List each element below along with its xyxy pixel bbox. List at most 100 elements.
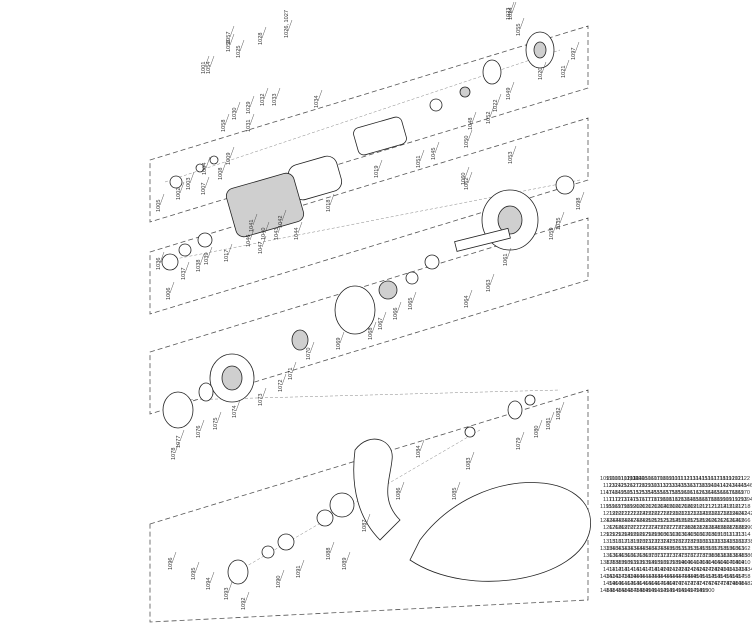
part-number-label: 1017: [224, 250, 230, 262]
part-number-label: 1077: [176, 436, 182, 448]
part-number-label: 1188: [705, 497, 717, 503]
part-number-label: 1317: [615, 539, 627, 545]
rotor: [353, 116, 407, 156]
part-number-label: 1495: [672, 588, 684, 594]
part-number-label: 1475: [699, 581, 711, 587]
part-number-label: 1445: [660, 574, 672, 580]
part-number-label: 1480: [729, 581, 741, 587]
part-number-label: 1489: [636, 588, 648, 594]
part-number-label: 1379: [699, 553, 711, 559]
part-number-label: 1340: [606, 546, 618, 552]
part-number-label: 1151: [624, 490, 636, 496]
part-number-label: 1126: [621, 483, 633, 489]
part-number-label: 1215: [720, 504, 732, 510]
leader-line: [249, 113, 255, 126]
leader-line: [235, 101, 241, 114]
part-number-label: 1486: [618, 588, 630, 594]
bearing: [424, 254, 440, 270]
part-number-label: 1311: [720, 532, 732, 538]
part-number-label: 1113: [684, 476, 696, 482]
leader-line: [209, 55, 215, 68]
part-number-label: 1128: [633, 483, 645, 489]
housing-ring-inner: [221, 365, 243, 391]
part-number-label: 1302: [666, 532, 678, 538]
part-number-label: 1087: [362, 520, 368, 532]
leader-line: [297, 221, 303, 234]
part-number-label: 1488: [630, 588, 642, 594]
part-number-label: 1281: [687, 525, 699, 531]
part-number-label: 1362: [738, 546, 750, 552]
part-number-label: 1045: [431, 148, 437, 160]
part-number-label: 1089: [342, 558, 348, 570]
leader-line: [277, 221, 283, 234]
part-number-label: 1290: [741, 525, 752, 531]
part-number-label: 1249: [636, 518, 648, 524]
part-number-label: 1360: [726, 546, 738, 552]
part-number-label: 1350: [666, 546, 678, 552]
part-number-label: 1069: [336, 338, 342, 350]
part-number-label: 1234: [693, 511, 705, 517]
part-number-label: 1039: [204, 253, 210, 265]
part-number-label: 1066: [393, 308, 399, 320]
part-number-label: 1447: [672, 574, 684, 580]
part-number-label: 1275: [651, 525, 663, 531]
gear-case-assembly: [161, 175, 575, 300]
part-number-label: 1366: [621, 553, 633, 559]
part-number-label: 1156: [654, 490, 666, 496]
part-number-label: 1392: [630, 560, 642, 566]
part-number-label: 1307: [696, 532, 708, 538]
part-number-label: 1090: [276, 576, 282, 588]
part-number-label: 1154: [642, 490, 654, 496]
part-number-label: 1119: [720, 476, 732, 482]
part-number-label: 1002: [176, 188, 182, 200]
leader-line: [204, 176, 210, 189]
part-number-label: 1180: [657, 497, 669, 503]
leader-line: [194, 561, 200, 574]
part-number-label: 1034: [314, 96, 320, 108]
part-number-label: 1375: [675, 553, 687, 559]
part-number-label: 1291: [600, 532, 612, 538]
part-number-label: 1258: [690, 518, 702, 524]
part-number-label: 1459: [603, 581, 615, 587]
part-number-label: 1029: [246, 102, 252, 114]
leader-line: [519, 17, 525, 30]
part-number-label: 1472: [681, 581, 693, 587]
part-number-label: 1466: [645, 581, 657, 587]
part-number-label: 1407: [720, 560, 732, 566]
part-number-label: 1049: [506, 88, 512, 100]
part-number-label: 1386: [741, 553, 752, 559]
part-number-label: 1059: [549, 228, 555, 240]
part-number-label: 1316: [609, 539, 621, 545]
part-number-label: 1116: [702, 476, 714, 482]
part-number-label: 1288: [729, 525, 741, 531]
ring-gear: [334, 285, 376, 335]
part-number-label: 1038: [196, 260, 202, 272]
part-number-label: 1136: [681, 483, 693, 489]
gasket: [162, 391, 194, 429]
part-number-label: 1133: [663, 483, 675, 489]
part-number-label: 1254: [666, 518, 678, 524]
part-number-label: 1289: [735, 525, 747, 531]
part-number-label: 1314: [738, 532, 750, 538]
axis-line: [179, 389, 561, 401]
part-number-label: 1172: [609, 497, 621, 503]
leader-line: [419, 149, 425, 162]
motor-housing: [225, 172, 305, 238]
part-number-label: 1093: [224, 588, 230, 600]
part-number-label: 1206: [666, 504, 678, 510]
leader-line: [365, 513, 371, 526]
part-number-label: 1408: [726, 560, 738, 566]
part-number-label: 1204: [654, 504, 666, 510]
leader-line: [261, 235, 267, 248]
leader-line: [263, 87, 269, 100]
part-number-label: 1421: [663, 567, 675, 573]
leader-line: [299, 559, 305, 572]
part-number-label: 1449: [684, 574, 696, 580]
part-number-label: 1063: [486, 280, 492, 292]
part-number-label: 1196: [606, 504, 618, 510]
gear: [378, 280, 398, 300]
part-number-label: 1053: [508, 152, 514, 164]
part-number-label: 1042: [278, 216, 284, 228]
part-number-label: 1398: [666, 560, 678, 566]
part-number-label: 1221: [615, 511, 627, 517]
